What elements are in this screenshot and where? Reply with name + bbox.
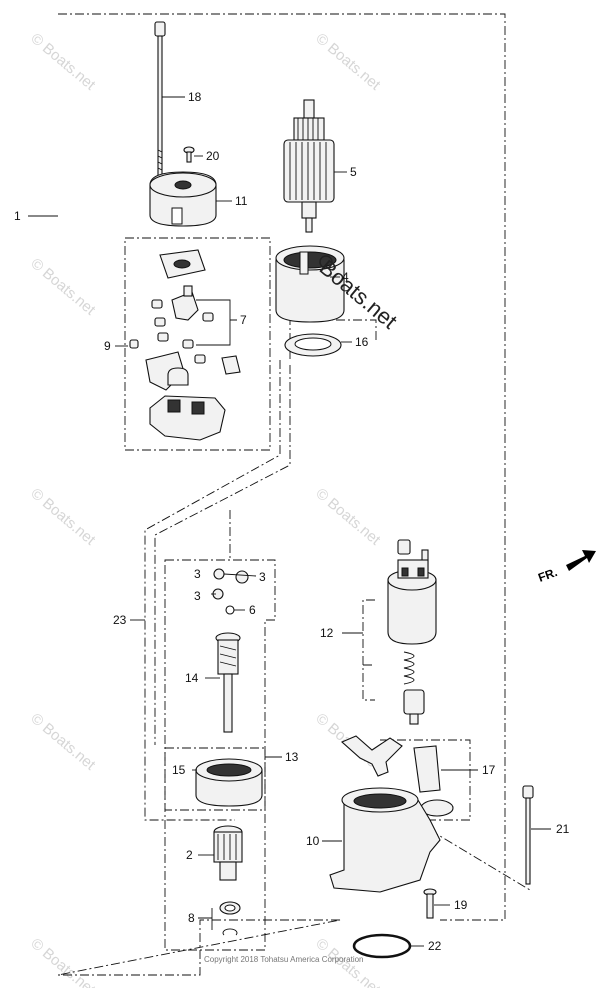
callout-21: 21 bbox=[556, 822, 570, 836]
shim-link-outer bbox=[144, 360, 281, 821]
plunger bbox=[403, 689, 425, 725]
callout-7: 7 bbox=[240, 313, 247, 327]
rear-cover-11 bbox=[149, 171, 217, 227]
front-direction-label: FR. bbox=[536, 565, 559, 585]
callout-8: 8 bbox=[188, 911, 195, 925]
overrunning-clutch-15 bbox=[195, 758, 263, 807]
callout-labels: 1 18 20 11 5 4 7 16 9 3 3 3 6 12 23 14 1… bbox=[14, 90, 570, 953]
watermark: © Boats.net bbox=[27, 30, 99, 94]
plunger-spring bbox=[403, 651, 415, 685]
shift-lever-17 bbox=[340, 735, 454, 817]
bolt-21 bbox=[522, 785, 534, 885]
shim-link-inner bbox=[154, 365, 291, 745]
callout-3c: 3 bbox=[194, 589, 201, 603]
assembly-boundary bbox=[57, 13, 506, 976]
callout-10: 10 bbox=[306, 834, 320, 848]
through-bolt-18 bbox=[154, 21, 166, 177]
callout-11: 11 bbox=[235, 194, 248, 208]
callout-19: 19 bbox=[454, 898, 468, 912]
callout-4: 4 bbox=[342, 270, 349, 284]
solenoid-12 bbox=[387, 539, 437, 645]
callout-20: 20 bbox=[206, 149, 220, 163]
watermark: © Boats.net bbox=[27, 255, 99, 319]
o-ring-22 bbox=[352, 933, 412, 959]
callout-16: 16 bbox=[355, 335, 369, 349]
brush-set-7 bbox=[129, 285, 241, 391]
bolt-19 bbox=[423, 888, 437, 919]
brush-holder-base bbox=[149, 395, 226, 441]
screw-20 bbox=[183, 146, 195, 163]
callout-2: 2 bbox=[186, 848, 193, 862]
pinion-2 bbox=[213, 825, 243, 881]
callout-23: 23 bbox=[113, 613, 127, 627]
callout-5: 5 bbox=[350, 165, 357, 179]
pinion-group-box bbox=[164, 559, 276, 951]
watermark: © Boats.net bbox=[312, 30, 384, 94]
solenoid-bracket bbox=[362, 599, 375, 701]
callout-6: 6 bbox=[249, 603, 256, 617]
watermark: © Boats.net bbox=[27, 935, 99, 988]
callout-9: 9 bbox=[104, 339, 111, 353]
callout-1: 1 bbox=[14, 209, 21, 223]
yoke-4 bbox=[275, 245, 345, 323]
o-ring-6 bbox=[225, 605, 235, 615]
callout-18: 18 bbox=[188, 90, 202, 104]
clutch-group-box bbox=[164, 747, 266, 811]
stop-ring-8 bbox=[219, 901, 241, 936]
brush-plate-9 bbox=[159, 249, 206, 279]
leader-lines bbox=[28, 96, 551, 947]
callout-17: 17 bbox=[482, 763, 496, 777]
armature-5 bbox=[283, 99, 335, 233]
watermark: © Boats.net bbox=[27, 485, 99, 549]
callout-13: 13 bbox=[285, 750, 299, 764]
watermark: © Boats.net bbox=[27, 710, 99, 774]
callout-14: 14 bbox=[185, 671, 199, 685]
callout-15: 15 bbox=[172, 763, 186, 777]
front-direction-arrow: FR. bbox=[536, 550, 596, 585]
watermark: © Boats.net bbox=[312, 485, 384, 549]
pinion-shaft-14 bbox=[215, 632, 241, 733]
arrow-icon bbox=[566, 550, 596, 571]
callout-3a: 3 bbox=[194, 567, 201, 581]
washer-16 bbox=[284, 333, 342, 357]
copyright-mark-icon bbox=[319, 255, 333, 269]
gear-case-10 bbox=[329, 787, 441, 893]
callout-12: 12 bbox=[320, 626, 334, 640]
gear-case-link bbox=[429, 829, 531, 891]
callout-3b: 3 bbox=[259, 570, 266, 584]
nut-3 bbox=[212, 568, 249, 600]
lever-group-box bbox=[380, 739, 471, 821]
callout-22: 22 bbox=[428, 939, 442, 953]
brush-holder-group-box bbox=[124, 237, 271, 451]
copyright-notice: Copyright 2018 Tohatsu America Corporati… bbox=[204, 955, 364, 964]
